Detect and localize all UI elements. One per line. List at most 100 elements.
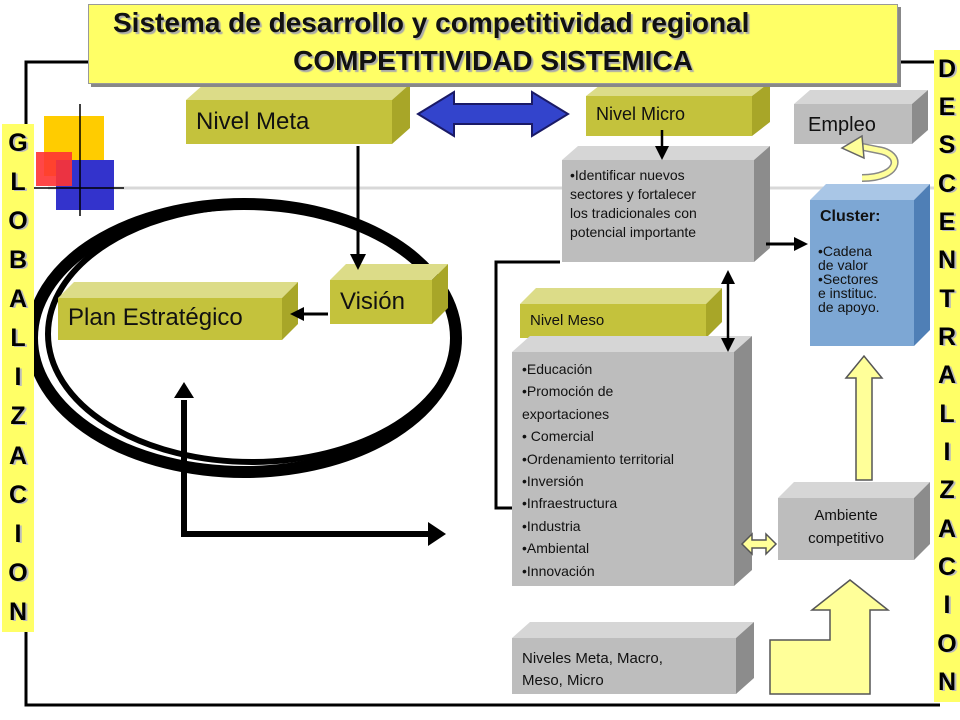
globalizacion-letter: Z <box>10 402 26 431</box>
nivel-micro-box-top <box>586 82 770 96</box>
niveles-to-ambiente-arrow <box>769 579 891 695</box>
meso-ambiente-double-arrow <box>740 532 778 556</box>
globalizacion-letter: L <box>10 324 26 353</box>
cluster-box-side <box>914 184 930 346</box>
nivel-meta-box-top <box>186 84 410 100</box>
cluster-box-top <box>810 184 930 200</box>
nivel-meso-box-side <box>706 288 722 338</box>
meso-item: •Ambiental <box>522 540 590 557</box>
globalizacion-letter: A <box>8 441 28 470</box>
descentralizacion-letter: I <box>943 591 951 620</box>
micro-desc-line: •Identificar nuevos <box>570 167 685 183</box>
meso-item: •Ordenamiento territorial <box>522 450 674 467</box>
descentralizacion-letter: I <box>943 438 951 467</box>
title-sub: COMPETITIVIDAD SISTEMICA <box>293 45 693 76</box>
descentralizacion-letter: T <box>939 284 955 313</box>
nivel-micro-box-front <box>586 96 752 136</box>
descentralizacion-letter: A <box>937 361 957 390</box>
ambiente-box-front <box>778 498 914 560</box>
globalizacion-letter: A <box>8 285 28 314</box>
globalizacion-letter: O <box>8 558 28 587</box>
plan-box-side <box>282 282 298 340</box>
plan-estrategico-label: Plan Estratégico <box>68 304 243 331</box>
vision-label: Visión <box>340 288 405 315</box>
nivel-meta-label: Nivel Meta <box>196 108 310 135</box>
vision-box-top <box>330 264 448 280</box>
cluster-title: Cluster: <box>820 208 881 225</box>
empleo-box-front <box>794 104 912 144</box>
globalizacion-letter: L <box>10 168 26 197</box>
descentralizacion-letter: R <box>937 323 957 352</box>
descentralizacion-letter: S <box>938 131 956 160</box>
cluster-item: •Cadena <box>818 243 872 259</box>
niveles-line: Niveles Meta, Macro, <box>522 650 663 667</box>
meta-micro-double-arrow <box>416 90 570 138</box>
descentralizacion-letter: A <box>937 514 957 543</box>
micro-to-desc-arrowhead <box>655 146 669 160</box>
empleo-label: Empleo <box>808 114 876 136</box>
meso-item: •Innovación <box>522 562 595 579</box>
nivel-meso-box-top <box>520 288 722 304</box>
descentralizacion-letter: C <box>937 169 957 198</box>
globalizacion-letter: B <box>8 246 28 275</box>
micro-desc-box-top <box>562 146 770 160</box>
ambiente-box-top <box>778 482 930 498</box>
vision-box-front <box>330 280 432 324</box>
deco-red-square <box>36 152 72 186</box>
descentralizacion-letter: O <box>937 629 957 658</box>
globalizacion-letter: G <box>8 129 28 158</box>
meta-to-vision-arrowhead <box>350 254 366 270</box>
vision-box-side <box>432 264 448 324</box>
micro-desc-box-side <box>754 146 770 262</box>
nivel-meso-label: Nivel Meso <box>530 312 605 329</box>
meso-item: •Industria <box>522 517 581 534</box>
cluster-item: •Sectores <box>818 271 879 287</box>
cluster-item: de apoyo. <box>818 299 880 315</box>
meso-items-box-front <box>512 352 734 586</box>
globalizacion-letter: O <box>8 207 28 236</box>
meso-item: •Infraestructura <box>522 495 618 512</box>
plan-box-top <box>58 282 298 298</box>
micro-desc-list: •Identificar nuevos sectores y fortalecer… <box>570 166 697 242</box>
meso-item: •Educación <box>522 361 593 377</box>
micro-desc-line: sectores y fortalecer <box>570 186 697 202</box>
nivel-meta-box-side <box>392 84 410 144</box>
desc-meso-arrowhead-up <box>721 270 735 284</box>
meso-items-box-side <box>734 336 752 586</box>
niveles-text: Niveles Meta, Macro, Meso, Micro <box>522 648 663 692</box>
title-banner: Sistema de desarrollo y competitividad r… <box>88 4 898 84</box>
descentralizacion-letter: N <box>937 246 957 275</box>
meso-item: •Inversión <box>522 473 584 490</box>
globalizacion-letter: C <box>8 480 28 509</box>
ring-to-meso-arrow-line <box>181 400 430 537</box>
descentralizacion-letter: D <box>937 54 957 83</box>
micro-desc-box-front <box>562 160 754 262</box>
desc-meso-arrowhead-down <box>721 338 735 352</box>
niveles-line: Meso, Micro <box>522 672 604 689</box>
vision-to-plan-arrowhead <box>290 307 304 321</box>
meso-item: exportaciones <box>522 405 610 422</box>
descentralizacion-letter: Z <box>939 476 955 505</box>
globalizacion-letter: I <box>14 519 22 548</box>
descentralizacion-letter: N <box>937 668 957 697</box>
nivel-meso-box-front <box>520 304 706 338</box>
niveles-box-front <box>512 638 736 694</box>
nivel-micro-label: Nivel Micro <box>596 104 686 124</box>
plan-box-front <box>58 298 282 340</box>
ambiente-line: Ambiente <box>814 507 878 524</box>
nivel-micro-box-side <box>752 82 770 136</box>
micro-desc-line: los tradicionales con <box>570 205 697 221</box>
globalizacion-letter: I <box>14 363 22 392</box>
ambiente-box-side <box>914 482 930 560</box>
meso-item: •Promoción de <box>522 383 614 400</box>
globalizacion-letter: N <box>8 597 28 626</box>
descentralizacion-letter: C <box>937 553 957 582</box>
desc-to-cluster-arrowhead <box>794 237 808 251</box>
nivel-meta-box-front <box>186 100 392 144</box>
